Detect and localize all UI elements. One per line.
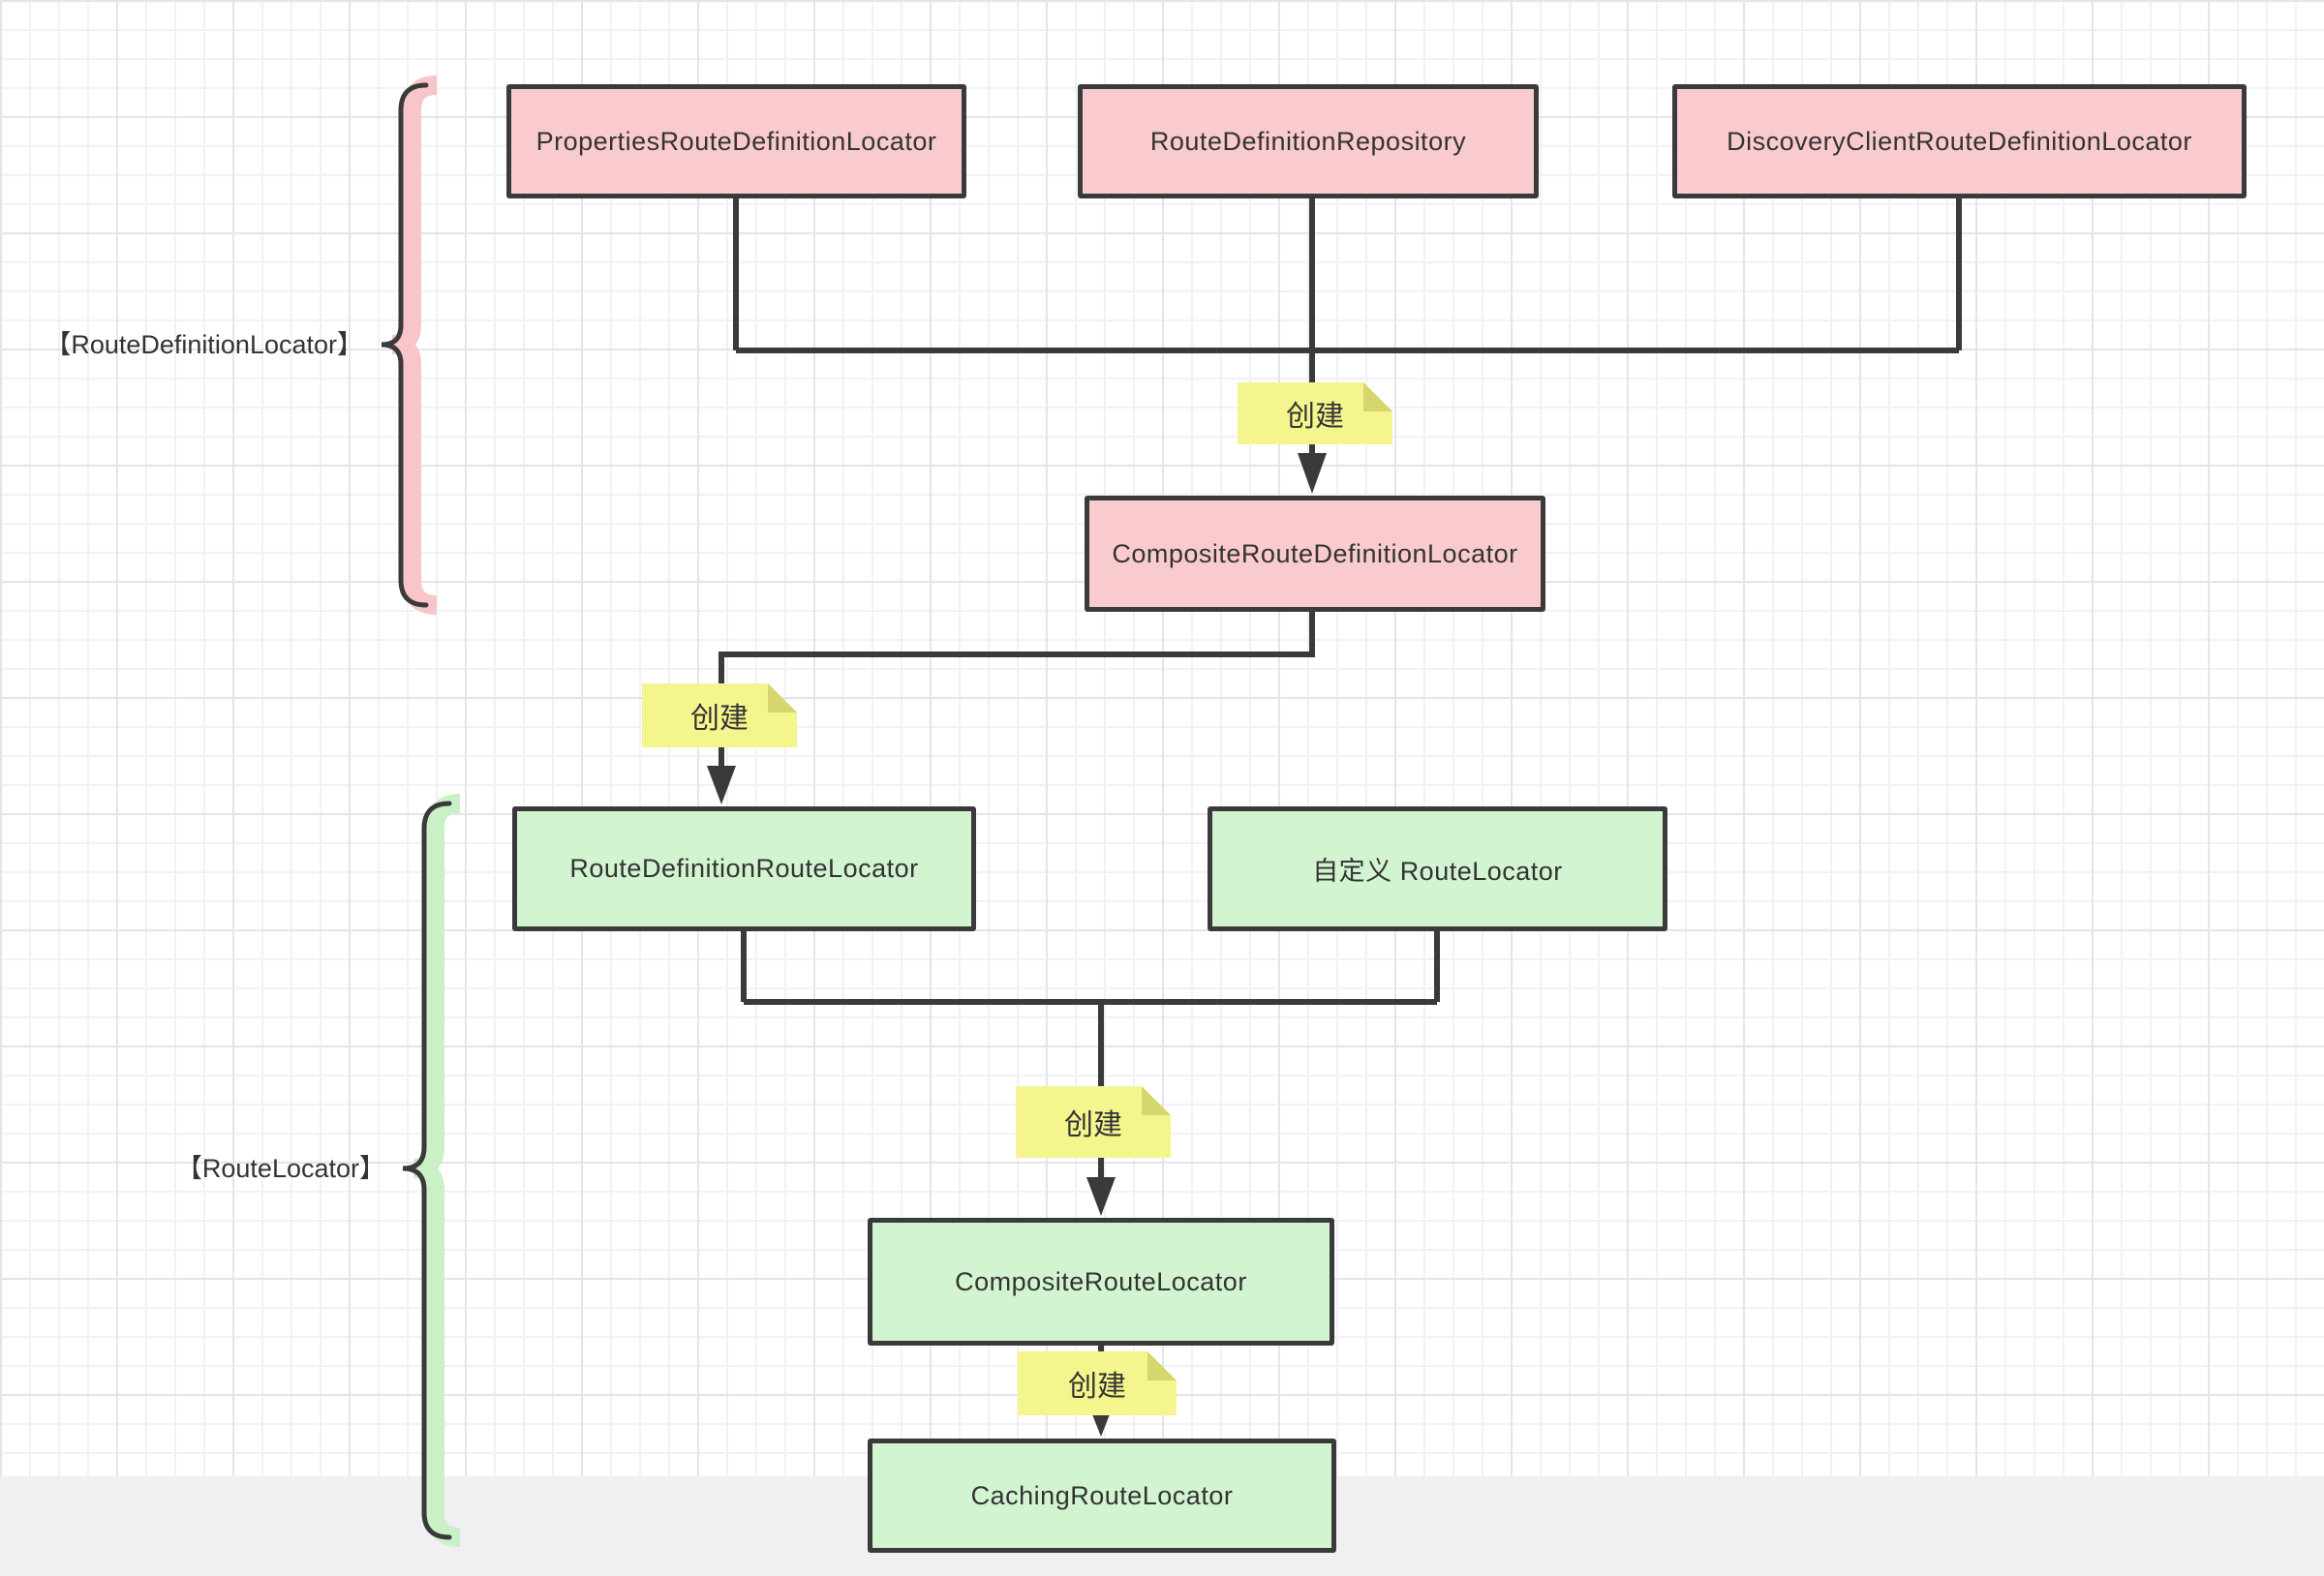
arrowhead-create-3 (1086, 1177, 1116, 1216)
note-label: 创建 (1068, 1371, 1126, 1403)
note-create-2: 创建 (642, 683, 797, 747)
node-label: PropertiesRouteDefinitionLocator (535, 126, 937, 156)
connector-green-merge (741, 931, 1440, 1179)
arrowhead-create-2 (707, 766, 736, 804)
group-label-route-definition-locator: 【RouteDefinitionLocator】 (45, 330, 363, 359)
grid-background (0, 0, 2324, 1476)
node-label: CachingRouteLocator (970, 1480, 1234, 1510)
connector-top-merge (733, 198, 1962, 455)
note-create-1: 创建 (1238, 382, 1392, 444)
node-label: CompositeRouteDefinitionLocator (1112, 538, 1518, 568)
note-create-4: 创建 (1018, 1351, 1177, 1415)
connector-composite-to-rdrl (719, 612, 1315, 768)
note-label: 创建 (1064, 1109, 1122, 1141)
node-caching-route-locator: CachingRouteLocator (868, 1439, 1336, 1553)
brace-band-green (413, 794, 461, 1547)
node-label: CompositeRouteLocator (955, 1266, 1247, 1296)
node-label: RouteDefinitionRepository (1149, 126, 1467, 156)
node-discovery-client-route-definition-locator: DiscoveryClientRouteDefinitionLocator (1672, 84, 2247, 198)
node-label: DiscoveryClientRouteDefinitionLocator (1727, 126, 2192, 156)
brace-route-locator (402, 794, 461, 1547)
brace-outline-green (402, 801, 452, 1540)
node-composite-route-locator: CompositeRouteLocator (868, 1218, 1334, 1346)
note-create-3: 创建 (1016, 1086, 1171, 1158)
group-label-route-locator: 【RouteLocator】 (175, 1154, 385, 1183)
note-label: 创建 (1286, 401, 1344, 433)
node-route-definition-repository: RouteDefinitionRepository (1078, 84, 1539, 198)
node-label: 自定义 RouteLocator (1312, 857, 1563, 886)
note-label: 创建 (690, 703, 749, 735)
node-route-definition-route-locator: RouteDefinitionRouteLocator (512, 806, 976, 931)
node-custom-route-locator: 自定义 RouteLocator (1208, 806, 1667, 931)
node-properties-route-definition-locator: PropertiesRouteDefinitionLocator (506, 84, 966, 198)
node-composite-route-definition-locator: CompositeRouteDefinitionLocator (1085, 496, 1545, 612)
brace-route-definition-locator (381, 76, 438, 615)
arrowhead-create-1 (1298, 453, 1327, 494)
brace-outline-pink (381, 82, 429, 608)
node-label: RouteDefinitionRouteLocator (569, 854, 919, 883)
